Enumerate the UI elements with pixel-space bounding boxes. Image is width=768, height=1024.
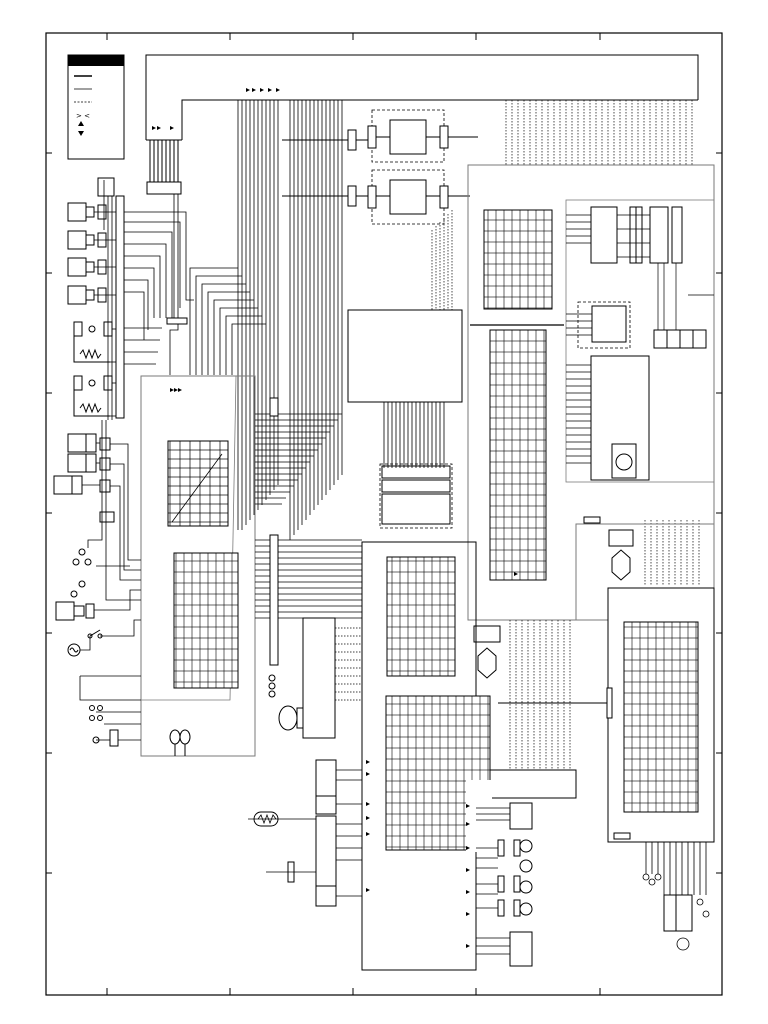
relay-a bbox=[282, 109, 478, 163]
right-upper-motor bbox=[615, 453, 633, 471]
table-center-low-mask bbox=[466, 780, 492, 852]
top-bus bbox=[145, 54, 699, 182]
left-heater-group bbox=[73, 321, 113, 417]
table-right-arrow bbox=[514, 572, 518, 576]
speaker-left bbox=[268, 674, 304, 731]
table-center-mid bbox=[386, 556, 456, 677]
table-center-top bbox=[483, 209, 553, 310]
table-left-top bbox=[167, 440, 229, 527]
right-mid-connectors bbox=[644, 520, 700, 585]
table-right bbox=[489, 329, 547, 581]
bottom-left-wires bbox=[248, 769, 362, 897]
center-bottom-components bbox=[497, 802, 533, 967]
bottom-right-components bbox=[642, 842, 710, 951]
board-center-top bbox=[347, 309, 463, 403]
bottom-left-components bbox=[253, 759, 337, 907]
fuse-right bbox=[583, 516, 601, 524]
bus-arrows bbox=[152, 88, 280, 130]
main-board-left bbox=[140, 375, 256, 757]
center-bottom-wires bbox=[476, 807, 510, 955]
center-harness bbox=[237, 100, 343, 540]
hex-component-right bbox=[608, 529, 634, 581]
left-board-connector bbox=[269, 534, 279, 666]
left-column-wiring bbox=[79, 180, 194, 741]
svg-text:> <: > < bbox=[76, 112, 90, 120]
right-upper-wires bbox=[566, 214, 714, 464]
relay-b bbox=[282, 169, 470, 225]
board-center-lower bbox=[302, 617, 336, 739]
fuse-right-low bbox=[613, 832, 631, 840]
center-bottom-arrows bbox=[466, 804, 470, 948]
board-center-extension bbox=[476, 769, 577, 799]
right-upper-blocks bbox=[577, 206, 707, 481]
left-connector-bar bbox=[97, 177, 188, 419]
top-right-connectors bbox=[505, 100, 693, 165]
center-vertical-bus bbox=[383, 402, 445, 468]
table-left bbox=[173, 552, 239, 689]
bottom-left-arrows bbox=[366, 760, 370, 892]
board-center-lower-wires bbox=[335, 627, 362, 701]
left-switch-block bbox=[53, 433, 115, 523]
center-top-to-relays bbox=[431, 210, 453, 310]
hex-component-center bbox=[473, 625, 501, 679]
center-lower-connectors bbox=[509, 620, 571, 770]
legend-box: > < bbox=[67, 54, 125, 160]
drawing-frame bbox=[45, 32, 723, 996]
left-board-crystals bbox=[169, 729, 191, 756]
frame-ticks bbox=[46, 33, 722, 995]
left-board-fuse bbox=[269, 397, 279, 417]
right-mid-bus-frame bbox=[575, 523, 714, 620]
main-board-left-inner bbox=[141, 375, 237, 701]
left-board-arrows bbox=[170, 388, 182, 392]
table-right-low bbox=[623, 621, 699, 813]
board-right-upper-inner bbox=[565, 199, 715, 483]
left-sensor-row bbox=[67, 202, 107, 305]
center-connector-block bbox=[379, 463, 453, 529]
board-right-lower-tab bbox=[606, 687, 613, 719]
bottom-left-heater-coil bbox=[257, 813, 277, 825]
left-lower-switches bbox=[55, 548, 103, 657]
staircase-wiring bbox=[169, 182, 266, 375]
